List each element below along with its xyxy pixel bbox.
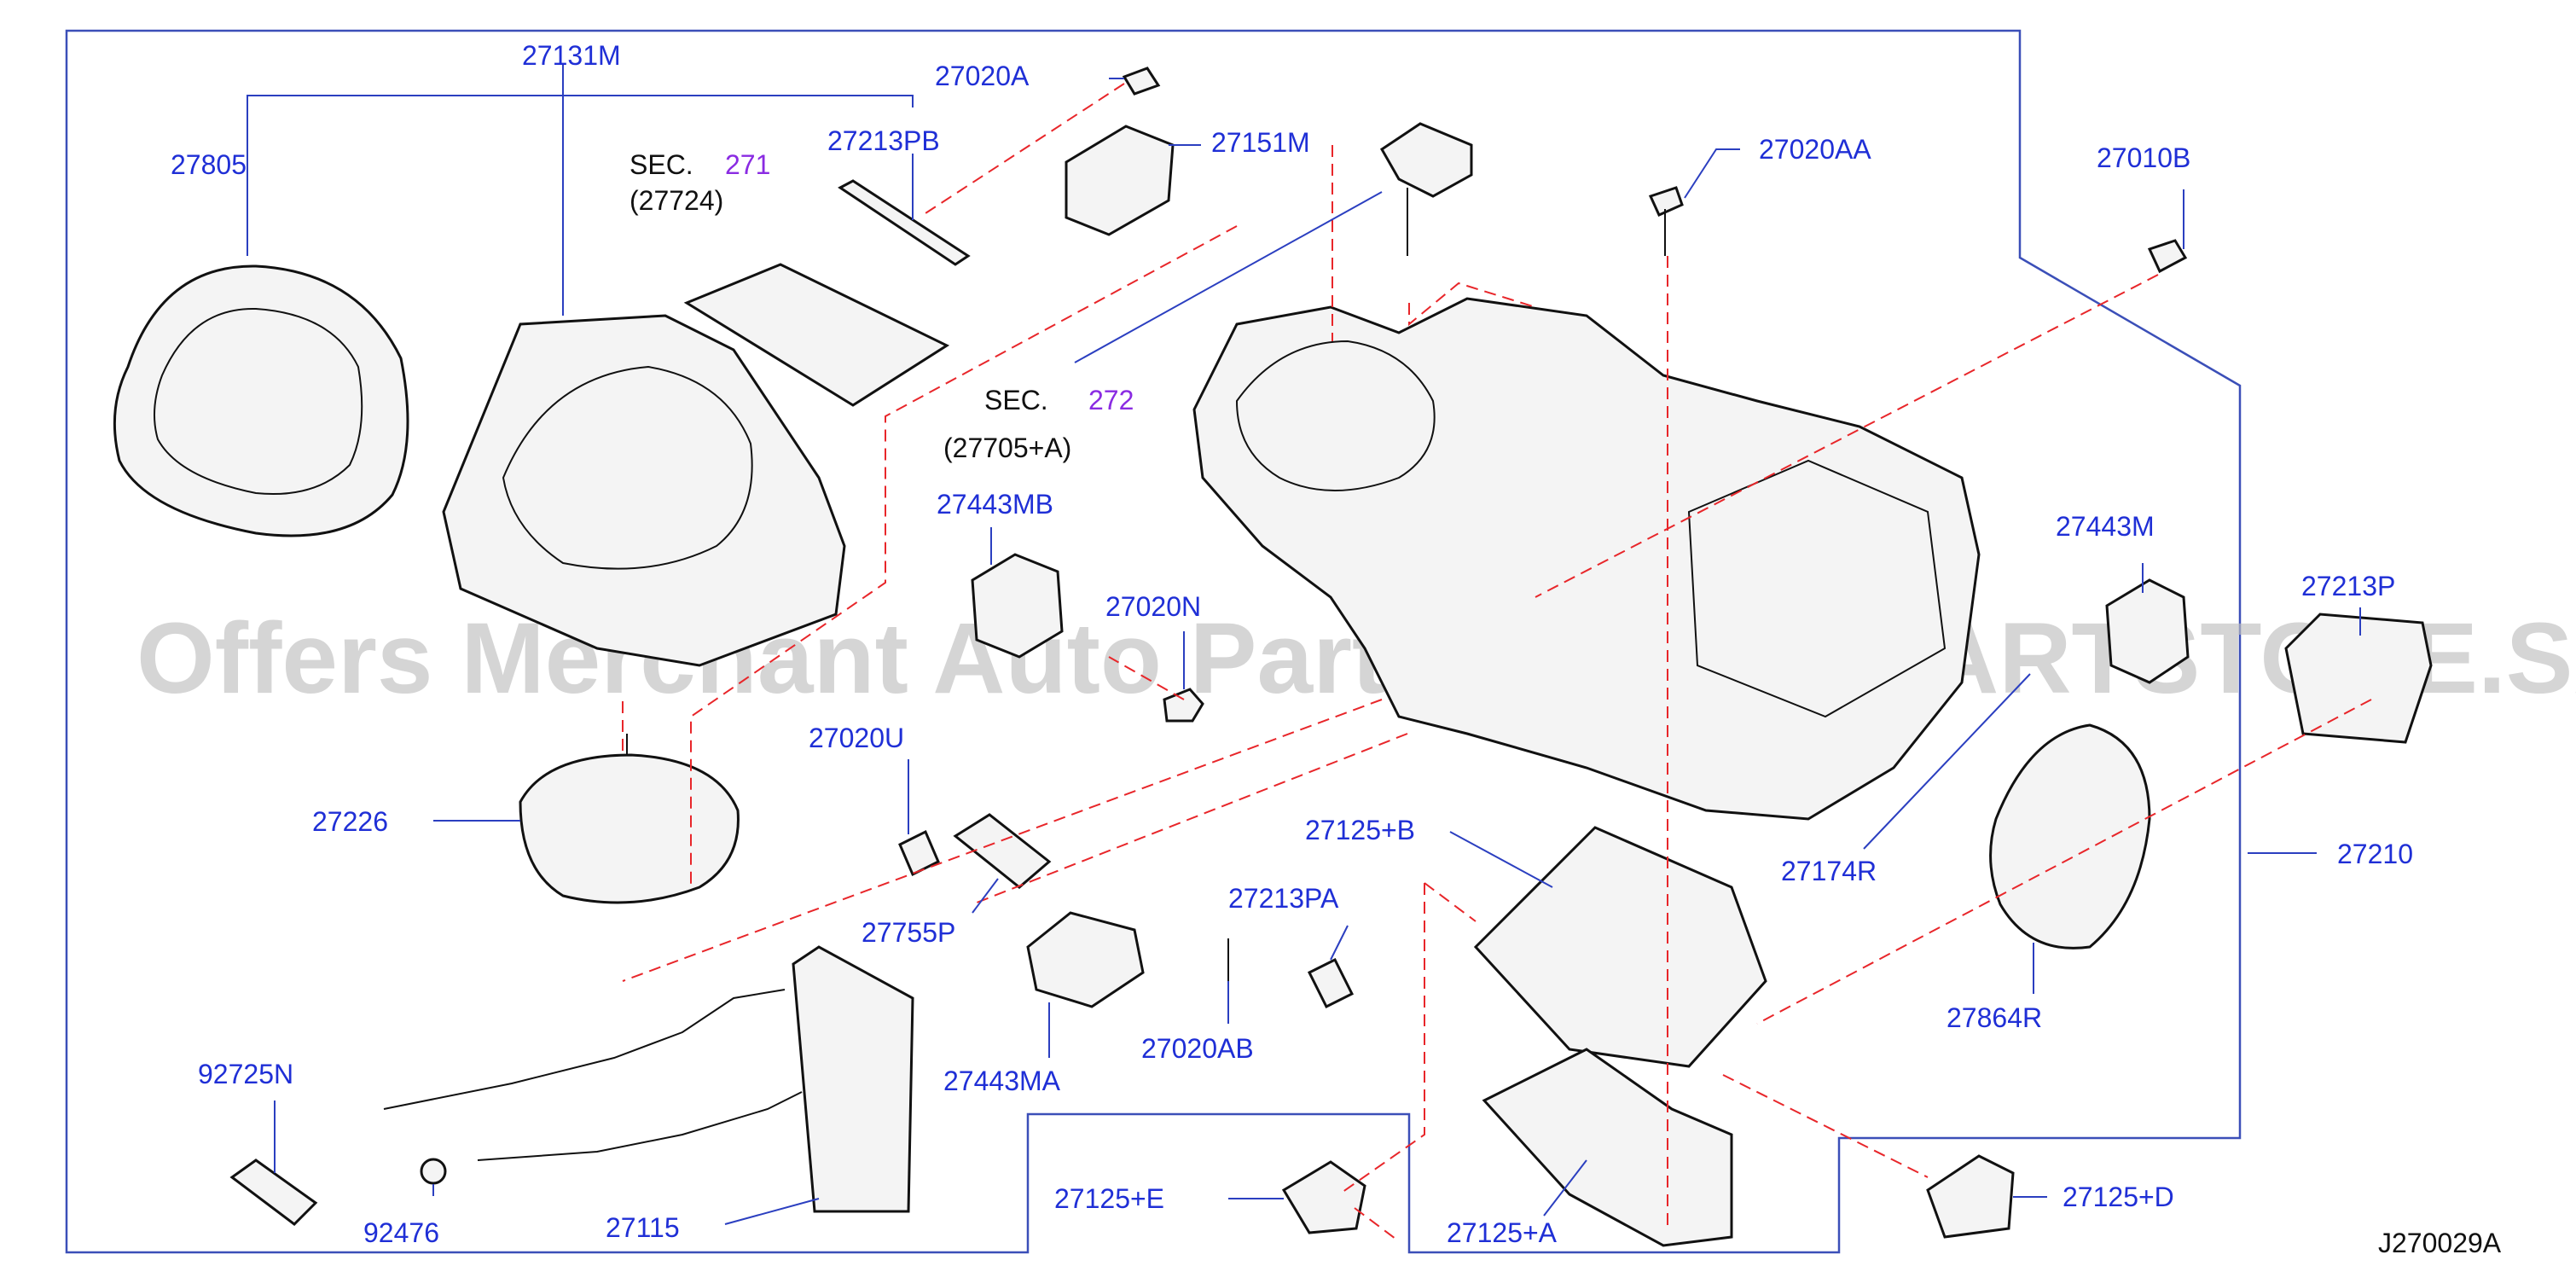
part-label[interactable]: 27805	[171, 149, 247, 180]
bolt-aa-part	[1648, 186, 1684, 217]
leader-line	[724, 1198, 820, 1225]
part-label[interactable]: 27151M	[1211, 127, 1310, 158]
leader-line	[1330, 925, 1349, 961]
diagram-frame	[65, 29, 2242, 1254]
part-label[interactable]: 27125+D	[2063, 1182, 2174, 1212]
part-label[interactable]: 27125+E	[1054, 1183, 1164, 1214]
part-label[interactable]: 27020A	[935, 61, 1030, 91]
blower-housing-inlet	[502, 365, 753, 570]
part-label[interactable]: 27226	[312, 806, 388, 837]
part-label[interactable]: 27213PB	[827, 125, 940, 156]
sensor-part	[1380, 122, 1473, 198]
alignment-lines	[622, 83, 2372, 1242]
part-label[interactable]: 27125+A	[1447, 1217, 1558, 1248]
alignment-line	[1338, 883, 1425, 1195]
gasket-p-part	[953, 813, 1052, 889]
case-b-part	[1473, 826, 1767, 1068]
part-label[interactable]: 92476	[363, 1217, 439, 1248]
section-number: 271	[725, 149, 770, 180]
clip-u-part	[898, 829, 940, 877]
part-label[interactable]: 27213PA	[1228, 883, 1339, 914]
part-label[interactable]: 27115	[606, 1212, 680, 1243]
part-label[interactable]: 27210	[2337, 839, 2413, 869]
screw-b-part	[2147, 239, 2188, 274]
leader-line	[1074, 191, 1383, 363]
alignment-line	[1108, 656, 1185, 700]
leader-line	[1684, 148, 1740, 199]
part-label[interactable]: 27020N	[1105, 591, 1201, 622]
foam-pa-part	[1307, 957, 1355, 1009]
hvac-unit-part	[1192, 297, 1981, 821]
seal-r-part	[1989, 723, 2151, 950]
parts-linework	[113, 67, 2433, 1247]
alignment-line	[1756, 699, 2372, 1025]
part-label[interactable]: 27864R	[1947, 1002, 2042, 1033]
section-number: 272	[1088, 385, 1134, 415]
alignment-line	[1354, 1207, 1400, 1242]
hvac-unit-blower-ring	[1235, 340, 1436, 491]
part-label[interactable]: 27755P	[862, 917, 955, 948]
blower-motor-part	[519, 753, 740, 904]
heater-core-part	[792, 945, 914, 1213]
part-label[interactable]: 27443M	[2056, 511, 2155, 542]
blower-housing-part	[442, 314, 846, 667]
actuator-ma-part	[1026, 911, 1145, 1008]
cabin-filter-part	[683, 263, 950, 407]
alignment-line	[1535, 274, 2159, 598]
part-labels: 27131M 27805 27020A 27213PB 27151M 27020…	[171, 40, 2413, 1248]
actuator-mb-part	[971, 553, 1064, 659]
actuator-m-part	[2105, 578, 2190, 684]
leader-line	[1449, 831, 1553, 888]
grommet-n-part	[229, 1159, 318, 1226]
part-label[interactable]: 92725N	[198, 1059, 293, 1089]
alignment-line	[1722, 1074, 1929, 1178]
part-label[interactable]: 27443MB	[937, 489, 1053, 520]
screw-a-part	[1122, 67, 1161, 96]
heater-pipes	[383, 989, 803, 1161]
section-prefix: SEC.	[629, 149, 693, 180]
part-label[interactable]: 27125+B	[1305, 815, 1415, 845]
part-label[interactable]: 27174R	[1781, 856, 1877, 886]
alignment-line	[925, 83, 1125, 214]
alignment-line	[690, 225, 1238, 887]
leader-line	[972, 878, 999, 914]
nut-n-part	[1163, 688, 1204, 723]
part-label[interactable]: 27010B	[2097, 142, 2190, 173]
section-subpart: (27705+A)	[943, 433, 1071, 463]
diagram-code: J270029A	[2378, 1228, 2502, 1258]
o-ring-part	[420, 1158, 447, 1185]
part-label[interactable]: 27020AB	[1141, 1033, 1254, 1064]
leader-line	[1863, 673, 2031, 850]
leader-line	[247, 95, 914, 229]
seal-p-part	[2284, 613, 2433, 744]
part-label[interactable]: 27131M	[522, 40, 621, 71]
leader-line	[1543, 1159, 1587, 1217]
case-a-part	[1482, 1048, 1733, 1247]
resistor-part	[1065, 125, 1175, 236]
part-label[interactable]: 27443MA	[943, 1066, 1061, 1096]
part-label[interactable]: 27213P	[2301, 571, 2395, 601]
section-prefix: SEC.	[984, 385, 1048, 415]
bracket-pb-part	[838, 179, 971, 266]
filter-ring-part	[113, 264, 409, 537]
hvac-unit-core-box	[1687, 459, 1947, 718]
section-subpart: (27724)	[629, 185, 723, 216]
alignment-line	[1408, 282, 1536, 327]
alignment-line	[972, 733, 1408, 905]
section-ref-272: SEC. 272 (27705+A)	[943, 385, 1134, 463]
alignment-line	[622, 699, 1383, 982]
part-label[interactable]: 27020AA	[1759, 134, 1871, 165]
leader-lines	[247, 65, 2361, 1225]
grille-e-part	[1281, 1160, 1366, 1234]
grille-d-part	[1926, 1154, 2015, 1239]
filter-ring-inner	[154, 307, 363, 496]
section-ref-271: SEC. 271 (27724)	[629, 149, 770, 216]
part-label[interactable]: 27020U	[809, 723, 904, 753]
alignment-line	[1424, 882, 1477, 922]
